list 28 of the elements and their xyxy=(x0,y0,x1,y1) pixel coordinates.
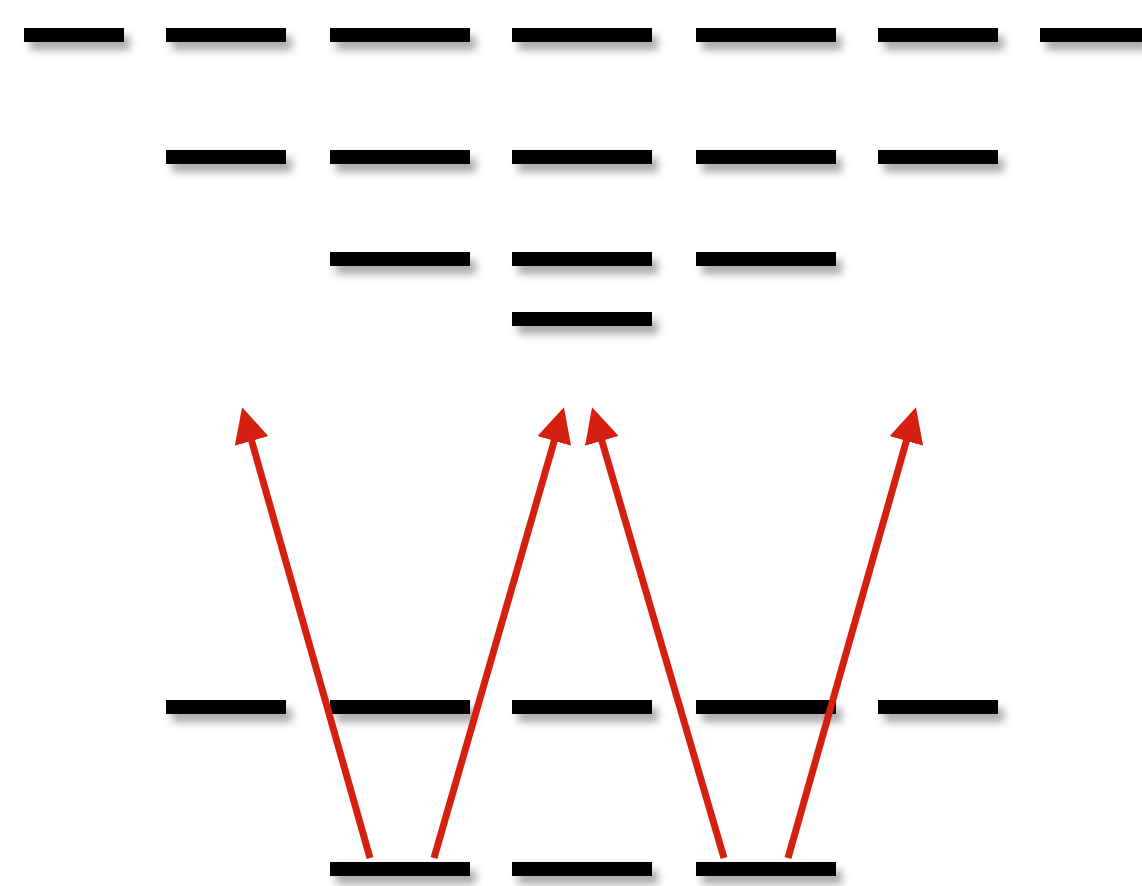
energy-level-bar xyxy=(512,252,652,266)
energy-level-bar xyxy=(330,862,470,876)
energy-level-bar xyxy=(878,150,998,164)
energy-level-bar xyxy=(166,28,286,42)
energy-level-bar xyxy=(330,28,470,42)
energy-level-bar xyxy=(696,862,836,876)
energy-level-bar xyxy=(512,28,652,42)
energy-level-bar xyxy=(696,252,836,266)
energy-level-bar xyxy=(1040,28,1142,42)
energy-level-bar xyxy=(330,150,470,164)
energy-level-bar xyxy=(330,252,470,266)
energy-level-bar xyxy=(696,700,836,714)
energy-level-bar xyxy=(878,700,998,714)
arrow xyxy=(585,407,728,859)
energy-level-bar xyxy=(166,700,286,714)
energy-level-bar xyxy=(512,862,652,876)
arrow xyxy=(430,407,572,859)
energy-level-bar xyxy=(330,700,470,714)
energy-level-bar xyxy=(512,700,652,714)
energy-level-bar xyxy=(696,150,836,164)
energy-level-bar xyxy=(696,28,836,42)
energy-level-bar xyxy=(512,312,652,326)
energy-level-bar xyxy=(166,150,286,164)
energy-level-bar xyxy=(24,28,124,42)
energy-level-bar xyxy=(512,150,652,164)
arrow xyxy=(234,407,374,859)
energy-level-bar xyxy=(878,28,998,42)
arrow xyxy=(784,407,924,859)
